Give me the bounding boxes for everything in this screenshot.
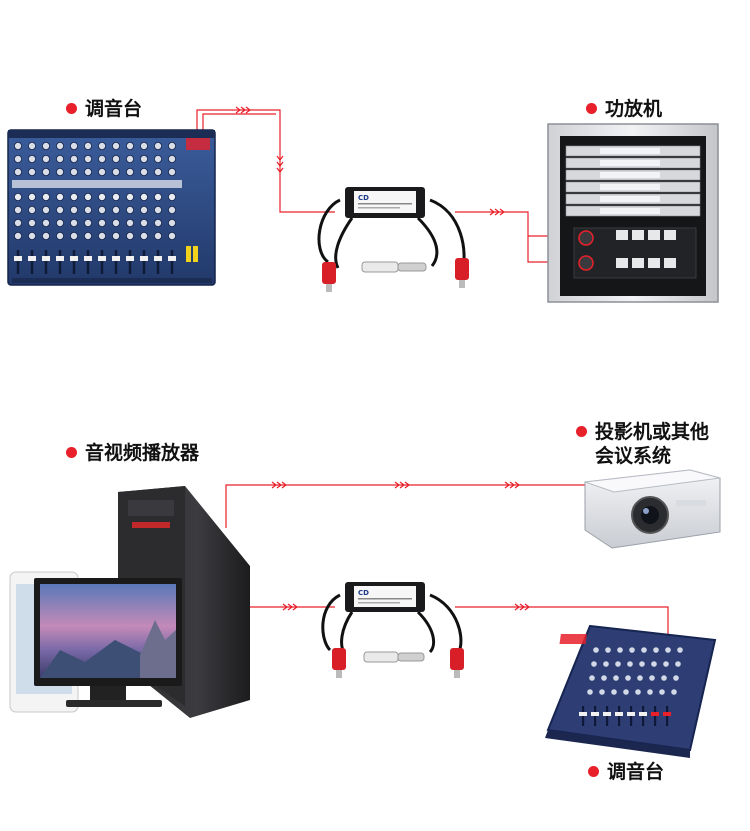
mixing-console-icon: [8, 130, 215, 285]
mixing-console-icon: [545, 626, 715, 758]
label-text: 音视频播放器: [85, 441, 199, 465]
label-amplifier: 功放机: [586, 97, 662, 121]
audio-isolator-icon: CD: [323, 582, 464, 678]
audio-isolator-icon: CD: [319, 187, 469, 292]
desktop-computer-icon: [10, 486, 250, 718]
label-text-line2: 会议系统: [595, 444, 671, 468]
label-text: 功放机: [605, 97, 662, 121]
projector-icon: [585, 470, 720, 548]
label-text: 调音台: [607, 760, 664, 784]
bullet-dot: [586, 103, 597, 114]
label-top-mixer: 调音台: [66, 97, 142, 121]
isolator-brand-mark: CD: [358, 194, 369, 202]
bullet-dot: [576, 426, 587, 437]
label-text-line1: 投影机或其他: [595, 420, 709, 444]
amplifier-rack-icon: [548, 124, 718, 302]
bullet-dot: [66, 447, 77, 458]
label-projector: 投影机或其他 会议系统: [576, 420, 709, 468]
isolator-brand-mark: CD: [358, 589, 369, 597]
label-bottom-mixer: 调音台: [588, 760, 664, 784]
bullet-dot: [588, 766, 599, 777]
top-signal-wires: [197, 110, 570, 262]
label-text: 调音台: [85, 97, 142, 121]
bullet-dot: [66, 103, 77, 114]
label-av-player: 音视频播放器: [66, 441, 199, 465]
